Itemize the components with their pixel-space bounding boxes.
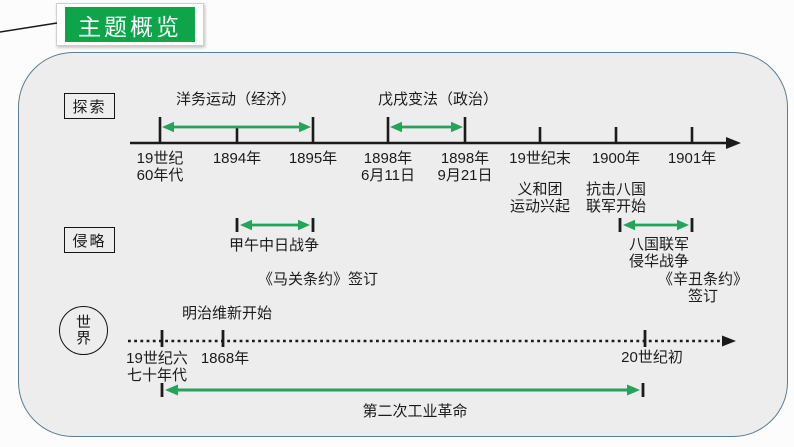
world-tick-1868: 1868年 xyxy=(200,350,250,367)
baguo-war-label: 八国联军 侵华战争 xyxy=(628,236,690,270)
content-panel xyxy=(18,52,788,437)
row-tag-world: 世 界 xyxy=(59,306,108,355)
tick-label-1895: 1895年 xyxy=(288,150,338,167)
tick-label-late-19c: 19世纪末 xyxy=(509,150,571,167)
row-tag-invade: 侵略 xyxy=(64,227,115,253)
title-banner: 主题概览 xyxy=(56,3,204,46)
tick-label-1901: 1901年 xyxy=(667,150,717,167)
wuxu-label: 戊戌变法（政治） xyxy=(377,91,499,108)
tick-label-1894: 1894年 xyxy=(212,150,262,167)
row-tag-explore: 探索 xyxy=(64,93,115,119)
tick-label-1900: 1900年 xyxy=(591,150,641,167)
tick-label-1898-sept: 1898年 9月21日 xyxy=(437,150,493,184)
meiji-label: 明治维新开始 xyxy=(181,305,273,322)
boxer-uprising-label: 义和团 运动兴起 xyxy=(509,181,571,215)
yangwu-label: 洋务运动（经济） xyxy=(175,91,297,108)
banner-callout-line xyxy=(0,22,58,33)
tick-label-1860s: 19世纪 60年代 xyxy=(136,150,184,184)
resist-alliance-label: 抗击八国 联军开始 xyxy=(585,181,647,215)
world-tick-1860s70s: 19世纪六 七十年代 xyxy=(126,350,188,384)
tick-label-1898-june: 1898年 6月11日 xyxy=(361,150,415,184)
jiawu-war-label: 甲午中日战争 xyxy=(228,237,320,254)
maguan-treaty-label: 《马关条约》签订 xyxy=(257,271,379,288)
xinchou-treaty-label: 《辛丑条约》签订 xyxy=(657,271,748,305)
page-title: 主题概览 xyxy=(65,7,195,42)
industry-revolution-label: 第二次工业革命 xyxy=(362,403,468,420)
world-tick-early-20c: 20世纪初 xyxy=(621,349,683,366)
